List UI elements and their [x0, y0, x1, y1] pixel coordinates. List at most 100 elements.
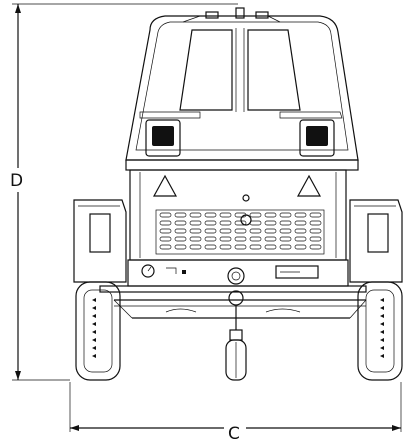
- grille-louver: [294, 212, 307, 218]
- grille-louver: [159, 244, 172, 250]
- grille-louver: [159, 236, 172, 242]
- grille-louver: [219, 220, 232, 226]
- hitch-coupler: [228, 290, 244, 306]
- grille-louvers: [159, 212, 322, 250]
- arrowhead-left: [70, 425, 79, 431]
- window-right: [247, 29, 301, 111]
- grille-louver: [249, 220, 262, 226]
- tread-mark: [380, 354, 384, 358]
- tire-left: [75, 281, 121, 381]
- tread-mark: [92, 330, 96, 334]
- tread-mark: [92, 354, 96, 358]
- tread-mark: [380, 322, 384, 326]
- grille-louver: [309, 212, 322, 218]
- grille-louver: [249, 212, 262, 218]
- grille-louver: [309, 244, 322, 250]
- grille-louver: [174, 244, 187, 250]
- dimension-c: C: [69, 382, 402, 439]
- tire-right: [357, 281, 403, 381]
- tread-mark: [92, 306, 96, 310]
- lamp-left: [152, 126, 174, 146]
- fender-left-lamp: [89, 213, 111, 253]
- tread-mark: [92, 322, 96, 326]
- grille-louver: [249, 236, 262, 242]
- tread-mark: [92, 314, 96, 318]
- control-hook: [166, 267, 177, 274]
- fender-right-lamp: [367, 213, 389, 253]
- grille-louver: [159, 220, 172, 226]
- grille-louver: [159, 212, 172, 218]
- arrowhead-bottom: [15, 371, 21, 380]
- arrowhead-right: [392, 425, 401, 431]
- lamp-housing-left: [145, 119, 181, 157]
- grille-louver: [309, 236, 322, 242]
- grille-frame: [155, 209, 325, 255]
- lamp-right: [306, 126, 328, 146]
- indicator-light: [182, 270, 186, 274]
- lift-point-left: [205, 11, 219, 19]
- grille-louver: [249, 228, 262, 234]
- grille-louver: [294, 228, 307, 234]
- grille-louver: [174, 236, 187, 242]
- grille-louver: [234, 228, 247, 234]
- grille-louver: [234, 244, 247, 250]
- grille-louver: [294, 236, 307, 242]
- grille-louver: [279, 244, 292, 250]
- tread-mark: [92, 338, 96, 342]
- canopy-inner-outline: [135, 21, 349, 151]
- grille-louver: [204, 220, 217, 226]
- gauge: [141, 264, 155, 278]
- dimension-label-d: D: [10, 171, 23, 191]
- canopy-outline: [125, 15, 359, 161]
- grille-louver: [189, 220, 202, 226]
- grille-louver: [219, 212, 232, 218]
- lamp-housing-right: [299, 119, 335, 157]
- grille-louver: [174, 228, 187, 234]
- canopy-panel-left: [139, 111, 201, 119]
- grille-louver: [309, 228, 322, 234]
- wheel-right: [357, 281, 403, 381]
- grille-louver: [219, 244, 232, 250]
- grille-louver: [204, 244, 217, 250]
- fender-right: [349, 199, 403, 283]
- fender-left-outline: [73, 199, 127, 283]
- window-left: [179, 29, 233, 111]
- tread-mark: [92, 346, 96, 350]
- grille-louver: [264, 244, 277, 250]
- canopy-seam-right: [267, 15, 281, 23]
- jockey-wheel-mount: [229, 329, 243, 341]
- grille-louver: [189, 236, 202, 242]
- warning-triangle-right: [296, 174, 322, 197]
- grille-louver: [294, 244, 307, 250]
- grille-louver: [189, 212, 202, 218]
- tread-mark: [380, 346, 384, 350]
- vent-grille: [155, 209, 325, 255]
- grille-bolt: [240, 214, 252, 226]
- grille-louver: [189, 244, 202, 250]
- dimension-d: D: [10, 3, 238, 381]
- grille-louver: [189, 228, 202, 234]
- fender-left: [73, 199, 127, 283]
- main-body: [125, 159, 359, 261]
- tread-right: [380, 298, 384, 358]
- grille-louver: [264, 236, 277, 242]
- tread-mark: [380, 314, 384, 318]
- tread-mark: [380, 306, 384, 310]
- leaf-spring-left: [165, 308, 197, 313]
- gauge-needle: [147, 266, 152, 272]
- jockey-wheel: [225, 329, 247, 381]
- grille-louver: [264, 212, 277, 218]
- wheel-left: [75, 281, 121, 381]
- canopy-panel-right: [279, 111, 343, 119]
- fender-right-outline: [349, 199, 403, 283]
- exhaust-stack: [235, 7, 245, 19]
- jockey-wheel-tire: [225, 339, 247, 381]
- grille-louver: [174, 220, 187, 226]
- control-knob-inner: [231, 271, 241, 281]
- chassis: [99, 259, 367, 330]
- grille-louver: [309, 220, 322, 226]
- grille-louver: [264, 220, 277, 226]
- grille-louver: [204, 236, 217, 242]
- tread-mark: [92, 298, 96, 302]
